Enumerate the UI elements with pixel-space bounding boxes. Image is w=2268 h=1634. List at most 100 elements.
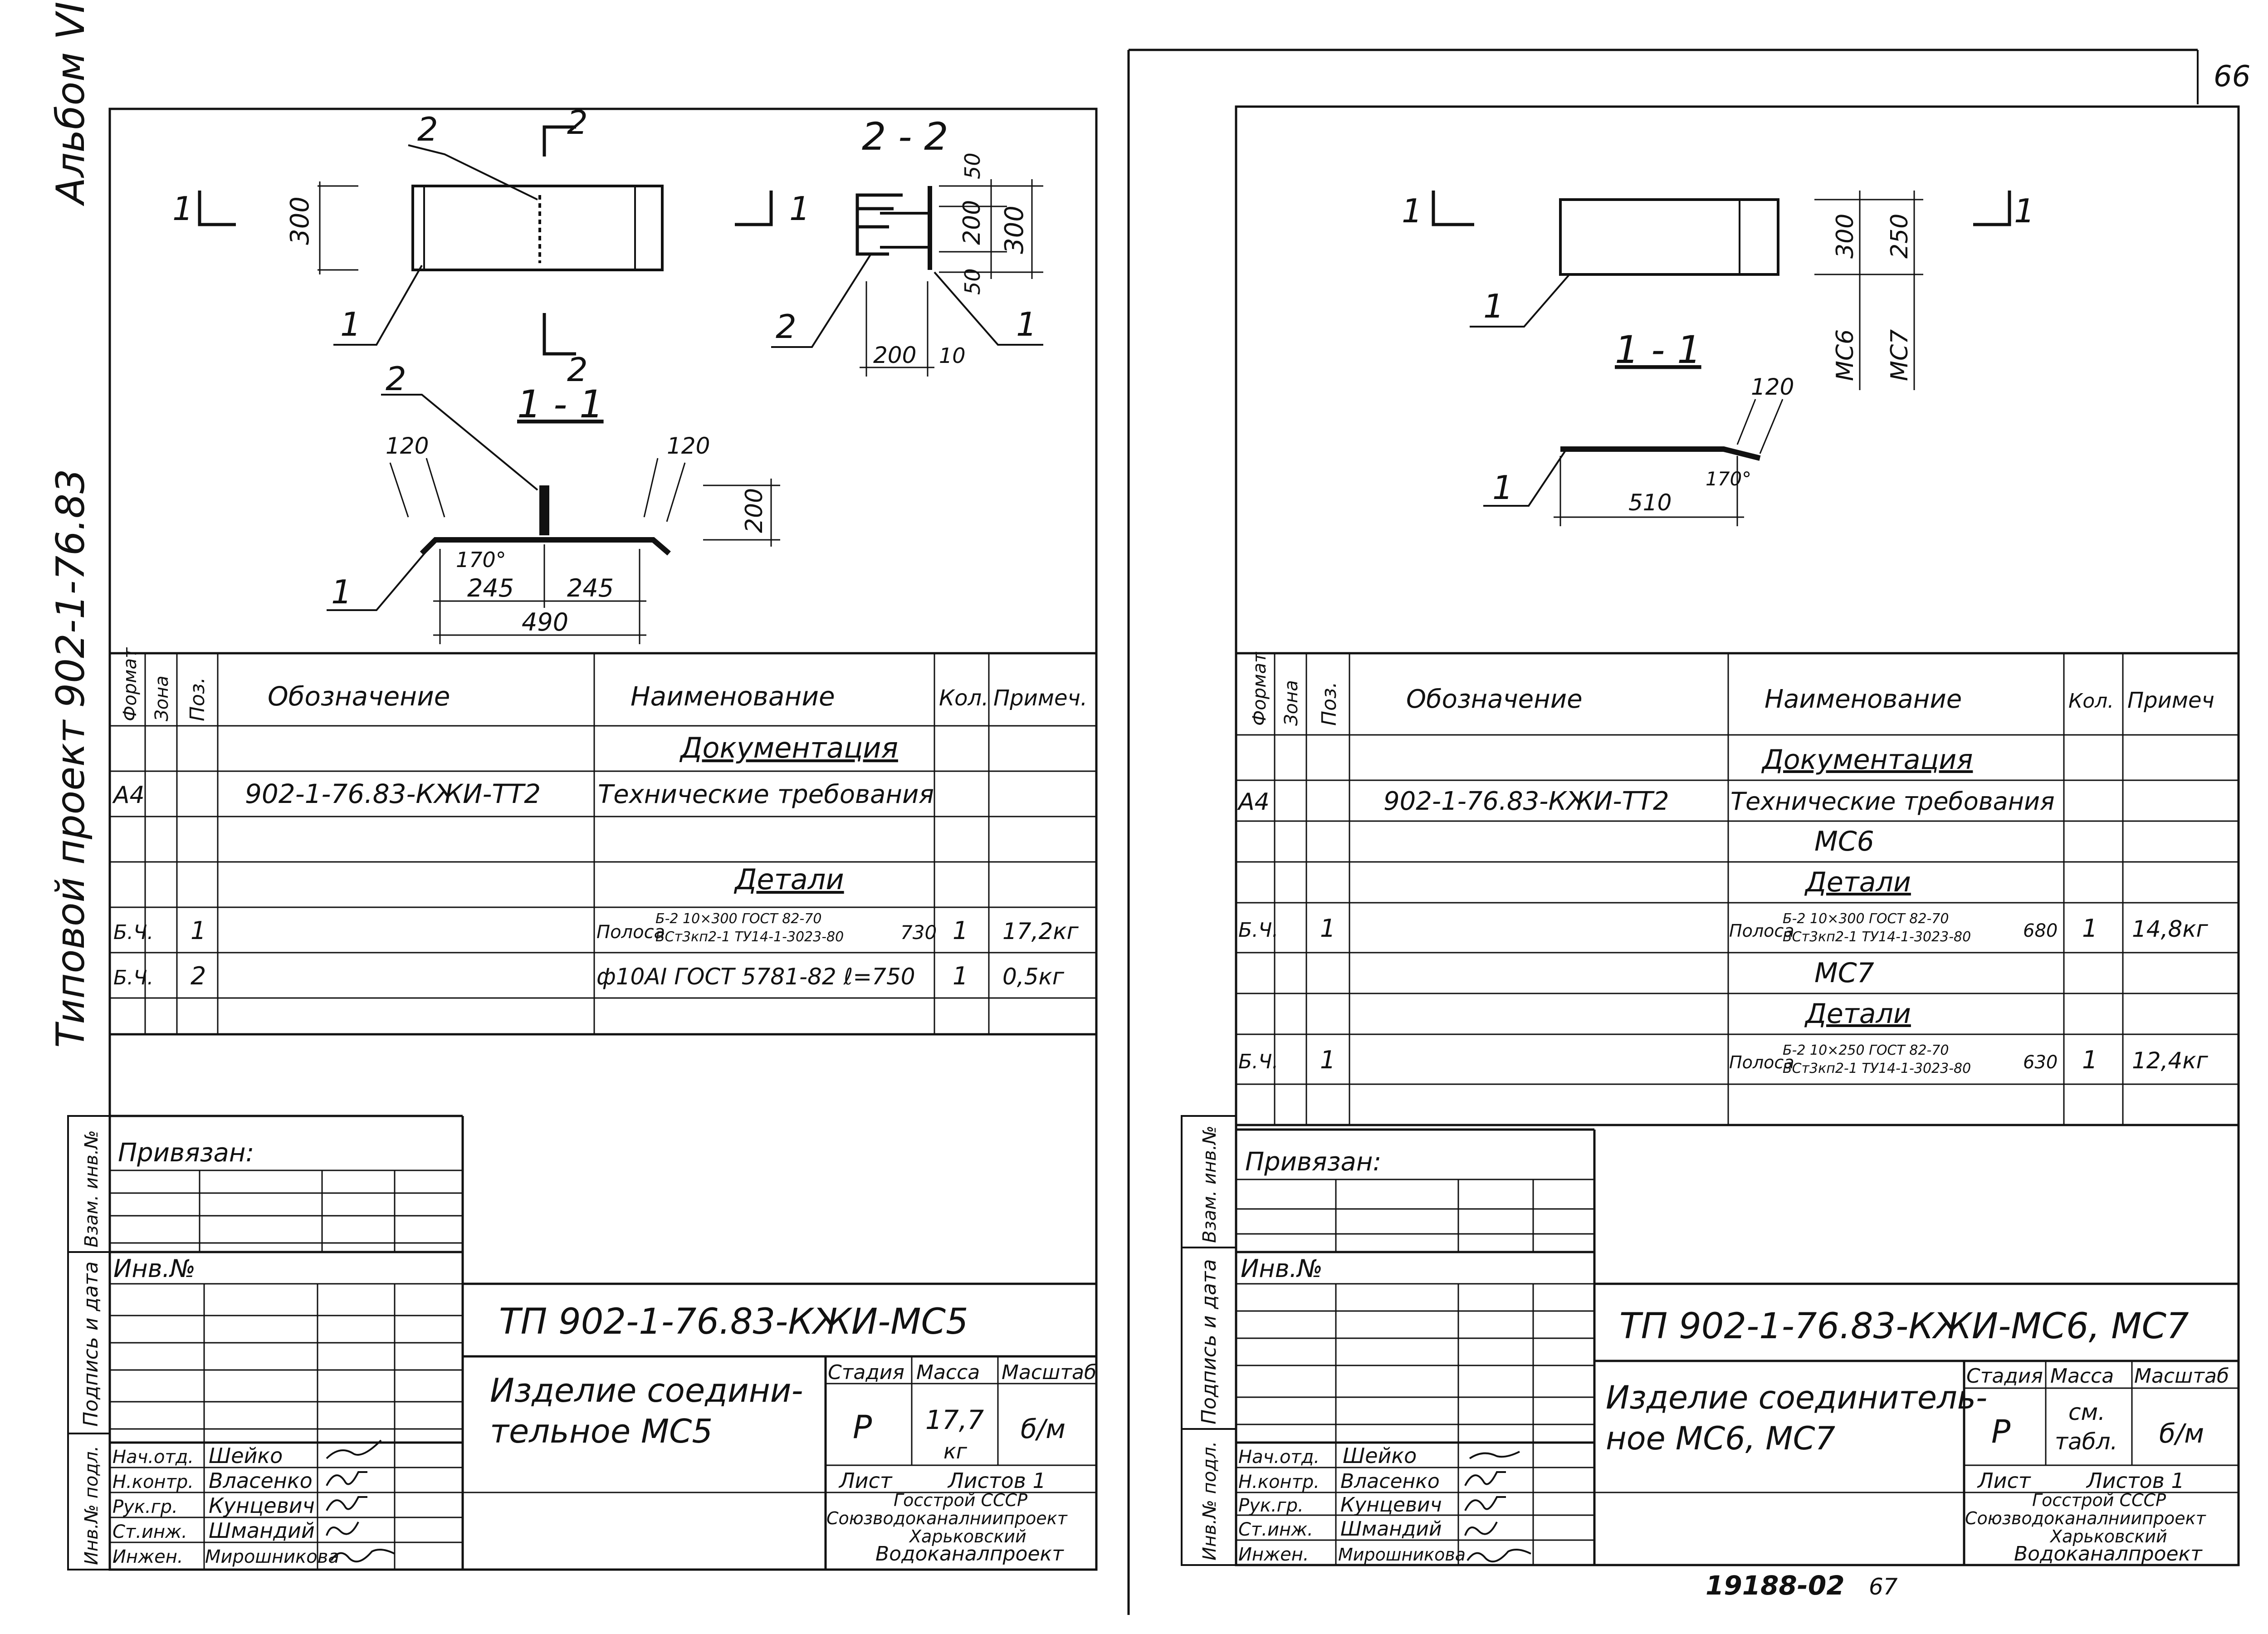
- dim-200: 200: [958, 200, 986, 245]
- col-note-header: Примеч: [2127, 688, 2214, 713]
- spec-qty: 1: [2082, 1046, 2097, 1074]
- spec-designation: 902-1-76.83-КЖИ-ТТ2: [1383, 787, 1669, 816]
- pos-label: 1: [1483, 287, 1504, 325]
- pos-label: 2: [417, 110, 438, 148]
- staff-role: Нач.отд.: [112, 1447, 194, 1468]
- project-label: Типовой проект 902-1-76.83: [48, 469, 93, 1048]
- leader-line: [333, 265, 423, 346]
- col-format-header: Формат: [1249, 651, 1270, 726]
- mass-value: 17,7: [925, 1404, 984, 1435]
- dim-245: 245: [567, 574, 614, 602]
- right-drawing: 1 1 1 1 - 1 300 250 МС6 МС7 170° 120: [1402, 191, 2035, 526]
- dim-line: [425, 458, 445, 518]
- mass-header: Масса: [2050, 1365, 2114, 1388]
- signatures: [1464, 1451, 1531, 1563]
- cut-marker: [543, 125, 576, 157]
- product-title-line1: Изделие соедини-: [490, 1371, 803, 1409]
- spec-note: 14,8кг: [2132, 916, 2209, 942]
- spec-format: Б.Ч.: [1238, 1050, 1278, 1073]
- section-2-2-title: 2 - 2: [862, 114, 948, 159]
- spec-name-bottom: ВСт3кп2-1 ТУ14-1-3023-80: [655, 929, 844, 945]
- dim-50: 50: [960, 152, 985, 179]
- col-name-header: Наименование: [631, 681, 835, 712]
- col-designation-header: Обозначение: [1406, 685, 1583, 714]
- spec-name-length: 680: [2023, 920, 2058, 941]
- right-frame: [1235, 105, 2240, 1566]
- dim-120: 120: [667, 433, 710, 459]
- org-line1: Госстрой СССР: [894, 1490, 1027, 1510]
- signatures: [326, 1439, 395, 1563]
- staff-role: Рук.гр.: [1238, 1495, 1304, 1516]
- staff-name: Шейко: [209, 1443, 283, 1468]
- dim-line: [1736, 399, 1756, 445]
- left-drawing: 300 1 1 2 2 2 1 2 - 2: [172, 103, 1043, 644]
- dim-line: [666, 462, 686, 522]
- cut-label: 2: [567, 103, 588, 142]
- stamp-replace-inv: Взам. инв.№: [1199, 1125, 1220, 1243]
- spec-section-details: Детали: [1804, 866, 1911, 898]
- cut-label: 1: [2014, 192, 2035, 230]
- org-line1: Госстрой СССР: [2032, 1490, 2166, 1510]
- spec-format: А4: [112, 782, 145, 809]
- dim-line: [1759, 399, 1784, 454]
- spec-format: Б.Ч.: [113, 966, 153, 989]
- stage-value: Р: [853, 1409, 872, 1446]
- right-spec-table: [1236, 653, 2239, 1126]
- section-1-1-title: 1 - 1: [517, 382, 604, 426]
- cut-marker: [543, 313, 576, 356]
- spec-name: Технические требования: [598, 780, 934, 809]
- stage-header: Стадия: [1966, 1365, 2043, 1388]
- angle-label: 170°: [1706, 468, 1751, 490]
- mass-value-line1: см.: [2068, 1399, 2105, 1425]
- org-line2: Союзводоканалниипроект: [1965, 1508, 2207, 1528]
- spec-format: Б.Ч.: [1238, 919, 1278, 942]
- staff-role: Инжен.: [112, 1546, 183, 1567]
- spec-section-docs: Документация: [679, 731, 898, 764]
- bound-label: Привязан:: [1245, 1147, 1381, 1177]
- stamp-sign-date: Подпись и дата: [1198, 1259, 1221, 1424]
- staff-role: Ст.инж.: [112, 1521, 187, 1542]
- spec-format: А4: [1237, 788, 1270, 816]
- stamp-sign-date: Подпись и дата: [79, 1262, 103, 1427]
- spec-note: 0,5кг: [1002, 964, 1065, 990]
- staff-name: Власенко: [209, 1468, 313, 1493]
- footer-extra: 67: [1869, 1574, 1898, 1600]
- dim-510: 510: [1628, 489, 1672, 516]
- scale-value: б/м: [2159, 1418, 2204, 1449]
- spec-name-top: Б-2 10×300 ГОСТ 82-70: [1783, 911, 1949, 927]
- staff-name: Шмандий: [209, 1518, 315, 1543]
- org-line4: Водоканалпроект: [2014, 1542, 2203, 1566]
- spec-name-length: 730: [900, 921, 937, 944]
- staff-role: Инжен.: [1238, 1544, 1309, 1565]
- col-note-header: Примеч.: [993, 685, 1087, 711]
- stage-value: Р: [1991, 1413, 2011, 1450]
- plate-section: [1560, 446, 1761, 461]
- product-title-line2: тельное МС5: [490, 1412, 713, 1450]
- bound-label: Привязан:: [118, 1138, 254, 1168]
- angle-label: 170°: [456, 548, 506, 572]
- leader-line: [408, 144, 538, 201]
- leader-line: [327, 550, 427, 611]
- inv-label: Инв.№: [1241, 1254, 1323, 1283]
- pos-label: 1: [1016, 305, 1037, 343]
- left-title-block: [110, 1115, 1096, 1570]
- spec-name-bottom: ВСт3кп2-1 ТУ14-1-3023-80: [1783, 929, 1971, 945]
- right-stamp-strip: [1181, 1115, 1237, 1566]
- cut-label: 2: [567, 351, 588, 389]
- spec-section-details: Детали: [1804, 998, 1911, 1030]
- spec-pos: 1: [1320, 1046, 1335, 1074]
- right-title-block: [1236, 1128, 2239, 1565]
- sheet-label: Лист: [1977, 1468, 2031, 1493]
- spec-pos: 2: [191, 962, 206, 990]
- pos-label: 2: [386, 360, 406, 398]
- scale-header: Масштаб: [2134, 1365, 2229, 1388]
- spec-name-top: Б-2 10×250 ГОСТ 82-70: [1783, 1042, 1949, 1058]
- staff-name: Мирошникова: [205, 1546, 339, 1567]
- cut-marker: [1432, 191, 1474, 226]
- staff-name: Власенко: [1340, 1470, 1440, 1493]
- spec-name: Полоса: [596, 922, 665, 943]
- staff-role: Н.контр.: [1238, 1472, 1320, 1492]
- org-line3: Харьковский: [909, 1526, 1026, 1546]
- dim-300: 300: [285, 196, 315, 245]
